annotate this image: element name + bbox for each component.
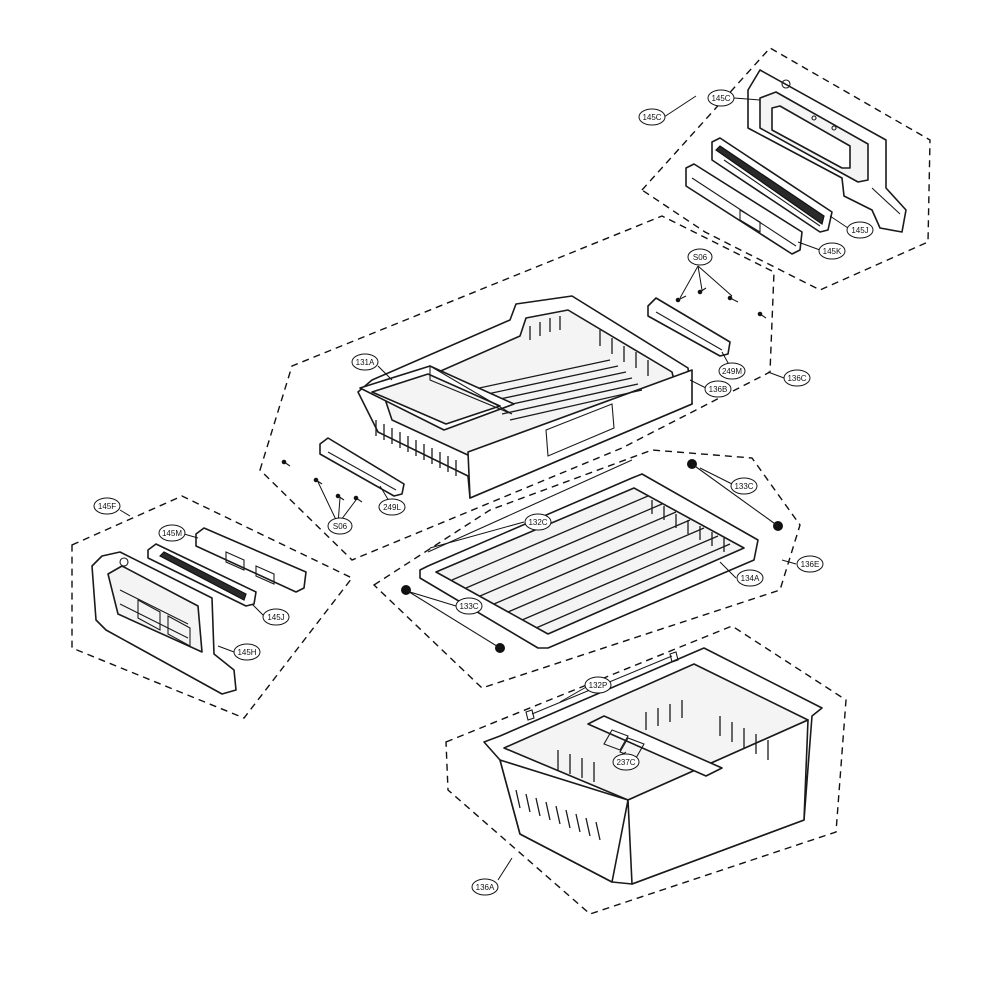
callout-133C-upper: 133C: [730, 477, 758, 495]
bottom-bin-front-vents: [515, 789, 601, 841]
upper-drawer-136B: [357, 295, 693, 499]
callout-label: 136A: [476, 883, 495, 892]
upper-drawer-side-vents: [375, 420, 457, 476]
bottom-bin-inner-vents: [557, 700, 769, 782]
group-outline-rail-assembly-left: [71, 495, 354, 719]
callout-label: 132P: [589, 681, 608, 690]
roller-133C: [401, 459, 783, 653]
screws-S06-upper: [675, 287, 767, 319]
callout-136C: 136C: [783, 369, 811, 387]
callout-145K: 145K: [818, 242, 846, 260]
callout-S06-lower: S06: [327, 517, 353, 535]
callout-145J-right: 145J: [846, 221, 874, 239]
callout-145C-upper: 145C: [707, 89, 735, 107]
slide-rail-145K: [685, 163, 803, 255]
callout-label: 136C: [787, 374, 806, 383]
rail-bracket-145H: [91, 551, 237, 695]
bottom-bin-136A: [483, 647, 823, 885]
callout-label: 145J: [267, 613, 284, 622]
callout-136E: 136E: [796, 555, 824, 573]
callout-label: 134A: [741, 574, 760, 583]
bin-divider-237C: [587, 715, 723, 777]
small-inner-bin-131A: [359, 365, 515, 431]
middle-tray-ribs: [451, 495, 731, 629]
callout-label: 145H: [237, 648, 256, 657]
callout-label: 249M: [722, 367, 742, 376]
callout-label: 249L: [383, 503, 401, 512]
callout-label: 145F: [98, 502, 116, 511]
callout-249M: 249M: [718, 362, 746, 380]
callout-132C: 132C: [524, 513, 552, 531]
screws-S06-lower: [281, 459, 363, 503]
callout-label: S06: [693, 253, 708, 262]
callout-label: 145J: [851, 226, 868, 235]
callout-145F: 145F: [93, 497, 121, 515]
group-outline-bottom-bin: [445, 625, 847, 915]
group-outline-rail-assembly-right: [640, 47, 931, 291]
slide-rail-249M: [647, 297, 731, 357]
callout-label: S06: [333, 522, 348, 531]
group-outline-upper-drawer: [259, 215, 775, 561]
callout-label: 237C: [616, 758, 635, 767]
callout-label: 133C: [734, 482, 753, 491]
upper-drawer-back-vents: [529, 316, 649, 376]
callout-leaders: [119, 95, 849, 881]
callout-label: 133C: [459, 602, 478, 611]
callout-label: 136E: [801, 560, 820, 569]
callout-label: 132C: [528, 518, 547, 527]
callout-133C-lower: 133C: [455, 597, 483, 615]
slide-rail-145J-right: [711, 137, 833, 233]
callout-label: 145C: [642, 113, 661, 122]
callout-136A: 136A: [471, 878, 499, 896]
callout-145C-left: 145C: [638, 108, 666, 126]
upper-drawer-floor-ribs: [469, 359, 643, 421]
callout-label: 131A: [356, 358, 375, 367]
callout-145J-left: 145J: [262, 608, 290, 626]
middle-tray-side-vents: [651, 500, 725, 552]
slide-rail-145M: [195, 527, 307, 593]
callout-label: 136B: [709, 385, 728, 394]
callout-136B: 136B: [704, 380, 732, 398]
callout-132P: 132P: [584, 676, 612, 694]
slide-rail-145J-left: [147, 543, 257, 607]
callout-label: 145C: [711, 94, 730, 103]
callout-237C: 237C: [612, 753, 640, 771]
callout-label: 145M: [162, 529, 182, 538]
rail-bracket-145C: [747, 69, 907, 233]
callout-S06-upper: S06: [687, 248, 713, 266]
callout-249L: 249L: [378, 498, 406, 516]
callout-145M: 145M: [158, 524, 186, 542]
slide-rail-249L: [319, 437, 405, 497]
callout-label: 145K: [823, 247, 842, 256]
callout-145H: 145H: [233, 643, 261, 661]
callout-131A: 131A: [351, 353, 379, 371]
callout-134A: 134A: [736, 569, 764, 587]
